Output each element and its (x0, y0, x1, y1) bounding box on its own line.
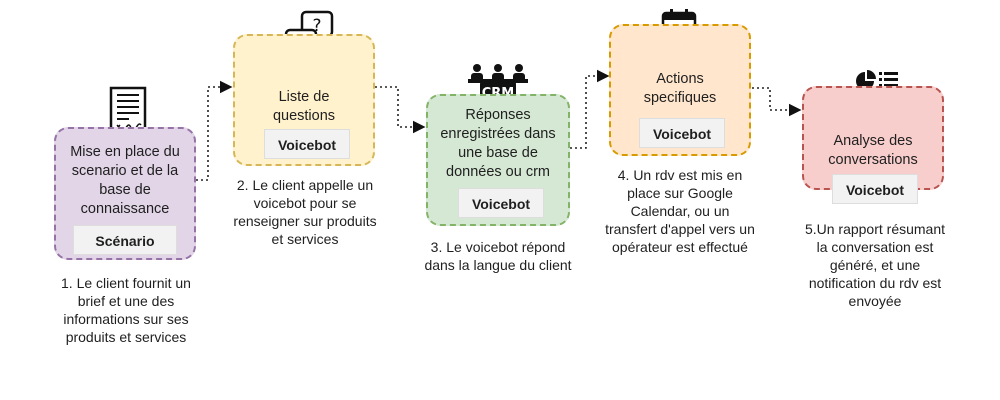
step-caption: 3. Le voicebot répond dans la langue du … (424, 239, 572, 273)
step-tag: Voicebot (264, 129, 350, 159)
step-tag: Voicebot (832, 174, 918, 204)
step-caption: 5.Un rapport résumant la conversation es… (804, 221, 946, 309)
connector-3-4 (570, 69, 610, 149)
document-signature-icon (108, 86, 150, 143)
step-tag: Voicebot (458, 188, 544, 218)
connector-4-5 (737, 87, 802, 117)
step-label: Analyse des conversations (828, 133, 918, 168)
connector-2-3 (375, 86, 426, 134)
step-tag: Voicebot (639, 118, 725, 148)
step-tag: Scénario (73, 225, 177, 255)
step-caption: 1. Le client fournit un brief et une des… (61, 275, 191, 345)
svg-text:?: ? (312, 16, 321, 36)
step-caption: 4. Un rdv est mis en place sur Google Ca… (605, 167, 755, 255)
step-label: Réponses enregistrées dans une base de d… (440, 107, 556, 180)
step-label: Actions specifiques (643, 71, 717, 106)
step-label: Mise en place du scenario et de la base … (70, 144, 180, 217)
connector-1-2 (196, 80, 233, 181)
step-label: Liste de questions (272, 89, 336, 124)
step-caption: 2. Le client appelle un voicebot pour se… (233, 177, 377, 247)
step-card-analysis: Analyse des conversations (802, 86, 944, 190)
